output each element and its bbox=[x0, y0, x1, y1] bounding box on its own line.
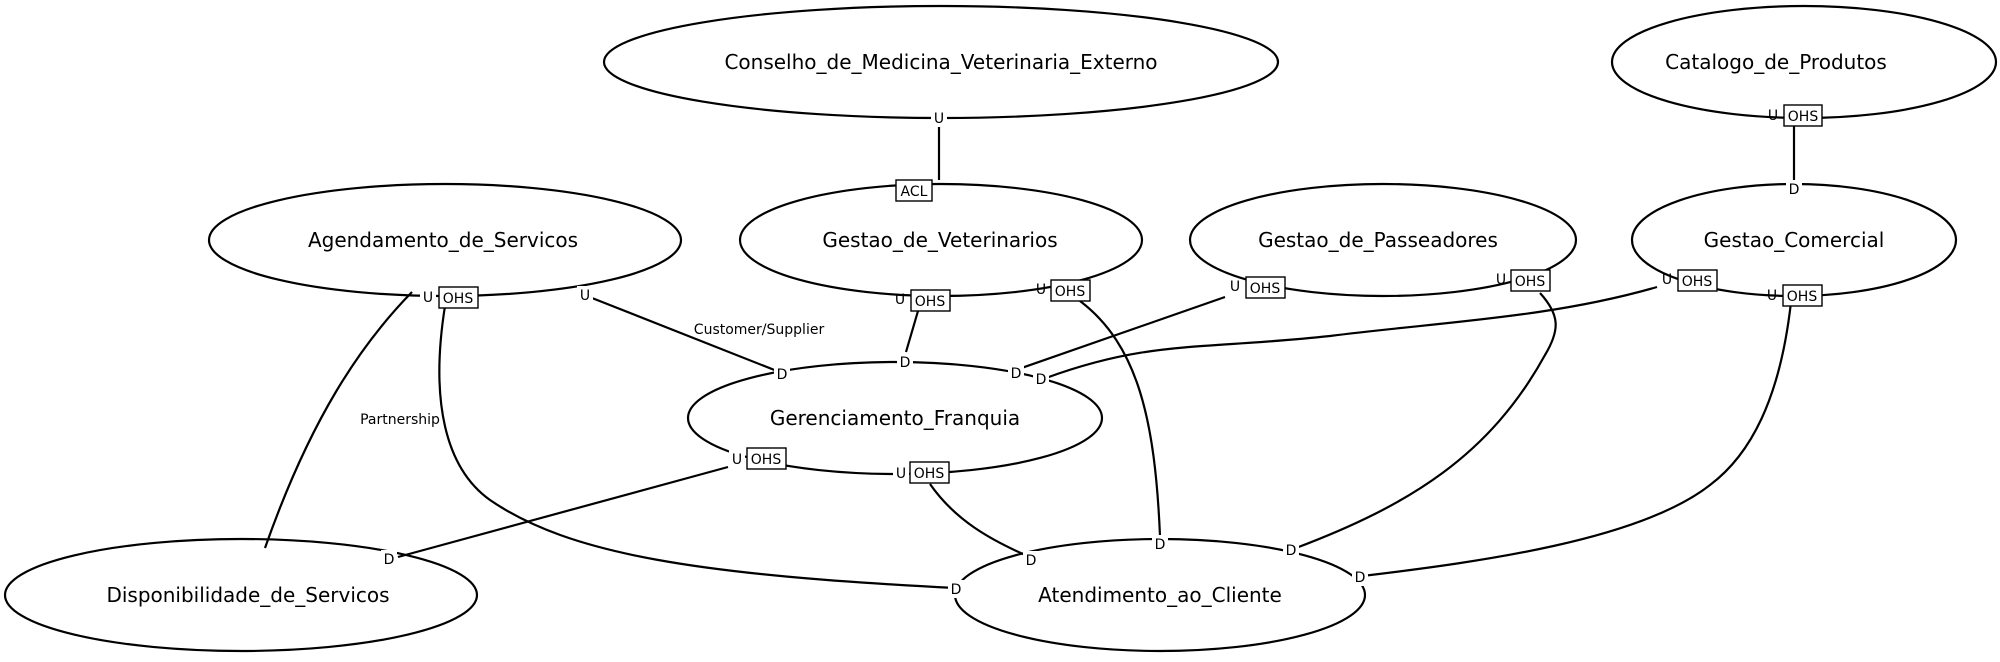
relationship-edges bbox=[263, 118, 1796, 590]
edge-franquia-disponibilidade bbox=[397, 465, 729, 559]
context-label-atendimento: Atendimento_ao_Cliente bbox=[1038, 583, 1282, 607]
relationship-labels: Customer/Supplier Partnership bbox=[360, 322, 824, 428]
port-upstream-conselho: U bbox=[934, 111, 944, 127]
context-shape-disponibilidade bbox=[3, 537, 479, 653]
badge-ohs-comercial-left: OHS bbox=[1682, 274, 1713, 290]
port-upstream-franquia-right: U bbox=[896, 466, 906, 482]
port-upstream-comercial-right: U bbox=[1767, 288, 1777, 304]
port-downstream-atendimento-from-passeadores: D bbox=[1286, 543, 1297, 559]
port-downstream-comercial-top: D bbox=[1789, 182, 1800, 198]
port-upstream-agendamento-ohs: U bbox=[423, 290, 433, 306]
edge-comercial-franquia bbox=[1045, 285, 1658, 380]
badge-ohs-franquia-right: OHS bbox=[914, 466, 945, 482]
port-upstream-comercial-left: U bbox=[1662, 272, 1672, 288]
edge-passeadores-atendimento bbox=[1295, 292, 1557, 550]
badge-ohs-passeadores-right: OHS bbox=[1515, 274, 1546, 290]
port-downstream-atendimento-from-agendamento: D bbox=[951, 582, 962, 598]
badge-ohs-catalogo: OHS bbox=[1788, 109, 1819, 125]
edge-franquia-atendimento bbox=[929, 483, 1033, 560]
context-label-conselho: Conselho_de_Medicina_Veterinaria_Externo bbox=[724, 50, 1157, 74]
port-upstream-veterinarios-right: U bbox=[1036, 282, 1046, 298]
context-label-disponibilidade: Disponibilidade_de_Servicos bbox=[106, 583, 389, 607]
port-downstream-disponibilidade: D bbox=[384, 552, 395, 568]
badge-ohs-agendamento: OHS bbox=[443, 291, 474, 307]
badge-ohs-passeadores-left: OHS bbox=[1250, 281, 1281, 297]
port-downstream-franquia-from-veterinarios: D bbox=[900, 355, 911, 371]
port-downstream-franquia-from-passeadores: D bbox=[1011, 366, 1022, 382]
port-upstream-agendamento: U bbox=[580, 288, 590, 304]
edge-agendamento-atendimento bbox=[438, 305, 956, 590]
edge-comercial-atendimento bbox=[1361, 301, 1793, 578]
port-downstream-atendimento-from-veterinarios: D bbox=[1155, 537, 1166, 553]
edge-agendamento-franquia bbox=[591, 296, 783, 375]
badge-acl-veterinarios: ACL bbox=[901, 184, 928, 200]
context-label-franquia: Gerenciamento_Franquia bbox=[770, 406, 1020, 430]
context-label-agendamento: Agendamento_de_Servicos bbox=[308, 228, 578, 252]
edge-passeadores-franquia bbox=[1009, 295, 1226, 374]
context-labels: Conselho_de_Medicina_Veterinaria_Externo… bbox=[106, 50, 1886, 607]
relationship-label-partnership: Partnership bbox=[360, 412, 440, 428]
edge-veterinarios-atendimento bbox=[1079, 300, 1162, 537]
port-downstream-atendimento-from-comercial: D bbox=[1355, 570, 1366, 586]
pattern-badges: ACL OHS OHS OHS OHS OHS OHS OHS OHS OHS … bbox=[438, 104, 1823, 484]
port-upstream-passeadores-left: U bbox=[1230, 279, 1240, 295]
port-upstream-catalogo: U bbox=[1768, 108, 1778, 124]
edge-veterinarios-franquia bbox=[904, 310, 920, 353]
badge-ohs-veterinarios-right: OHS bbox=[1055, 284, 1086, 300]
context-shape-passeadores bbox=[1188, 182, 1578, 298]
relationship-label-customer-supplier: Customer/Supplier bbox=[694, 322, 825, 338]
context-label-comercial: Gestao_Comercial bbox=[1704, 228, 1885, 252]
badge-ohs-franquia-left: OHS bbox=[751, 452, 782, 468]
port-upstream-passeadores-right: U bbox=[1496, 272, 1506, 288]
port-upstream-veterinarios-left: U bbox=[895, 292, 905, 308]
port-upstream-franquia-left: U bbox=[732, 452, 742, 468]
port-markers: U D U D U U U U U U U U D D D D U U bbox=[381, 108, 1802, 598]
edge-agendamento-disponibilidade bbox=[263, 291, 413, 549]
port-downstream-franquia-from-agendamento: D bbox=[777, 367, 788, 383]
context-label-passeadores: Gestao_de_Passeadores bbox=[1258, 228, 1498, 252]
badge-ohs-veterinarios-left: OHS bbox=[915, 294, 946, 310]
port-downstream-franquia-from-comercial: D bbox=[1036, 372, 1047, 388]
bounded-contexts bbox=[3, 4, 1998, 653]
port-downstream-atendimento-from-franquia: D bbox=[1026, 553, 1037, 569]
context-label-catalogo: Catalogo_de_Produtos bbox=[1665, 50, 1887, 74]
context-label-veterinarios: Gestao_de_Veterinarios bbox=[822, 228, 1057, 252]
badge-ohs-comercial-right: OHS bbox=[1787, 289, 1818, 305]
